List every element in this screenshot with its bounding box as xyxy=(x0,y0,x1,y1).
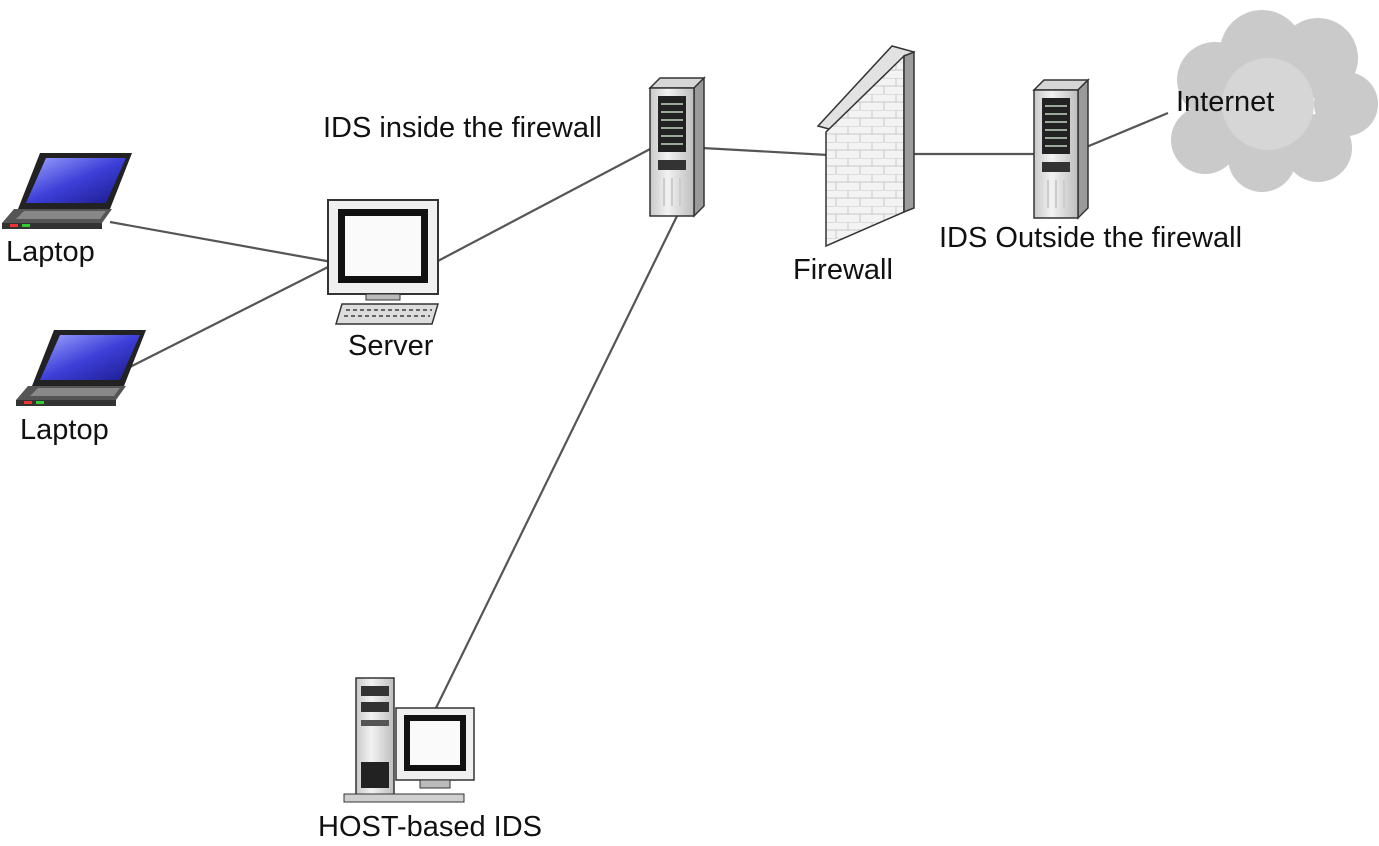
connections xyxy=(109,111,1169,709)
ids-inside-label: IDS inside the firewall xyxy=(323,112,602,144)
tower-server-icon xyxy=(648,76,706,218)
link-ids-outside-internet xyxy=(1083,111,1169,150)
ids-outside-label: IDS Outside the firewall xyxy=(939,222,1243,254)
link-ids-inside-firewall xyxy=(701,146,829,157)
link-laptop2-server xyxy=(127,264,333,369)
host-ids-label: HOST-based IDS xyxy=(318,811,543,843)
server-label: Server xyxy=(348,330,434,362)
link-ids-inside-host xyxy=(435,215,678,709)
laptop-icon xyxy=(2,153,132,229)
laptop-icon xyxy=(16,330,146,406)
laptop-label: Laptop xyxy=(20,414,109,446)
tower-server-icon xyxy=(1032,78,1090,220)
link-laptop1-server xyxy=(109,220,333,264)
cloud-icon xyxy=(1171,10,1378,192)
internet-label: Internet xyxy=(1176,86,1275,118)
firewall-label: Firewall xyxy=(793,254,893,286)
brick-wall-icon xyxy=(816,45,916,248)
crt-monitor-icon xyxy=(327,199,440,325)
link-server-ids-inside xyxy=(435,147,653,263)
laptop-label: Laptop xyxy=(6,236,95,268)
desktop-computer-icon xyxy=(343,677,475,803)
